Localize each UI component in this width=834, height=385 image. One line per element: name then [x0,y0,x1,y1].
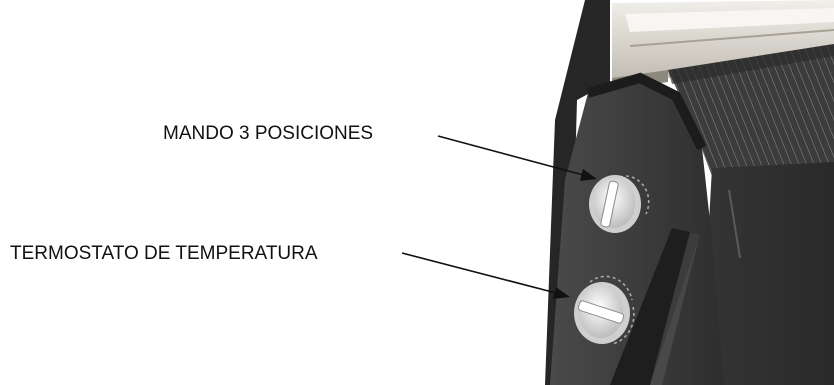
mode-knob-callout-arrow [437,135,597,181]
mode-selector-knob [589,175,650,233]
thermostat-knob [574,275,635,345]
mode-knob-label: MANDO 3 POSICIONES [163,123,374,144]
heating-grille [668,44,834,176]
thermostat-callout-arrow [401,252,570,299]
heater-body [708,162,834,385]
thermostat-knob-label: TERMOSTATO DE TEMPERATURA [10,243,318,264]
